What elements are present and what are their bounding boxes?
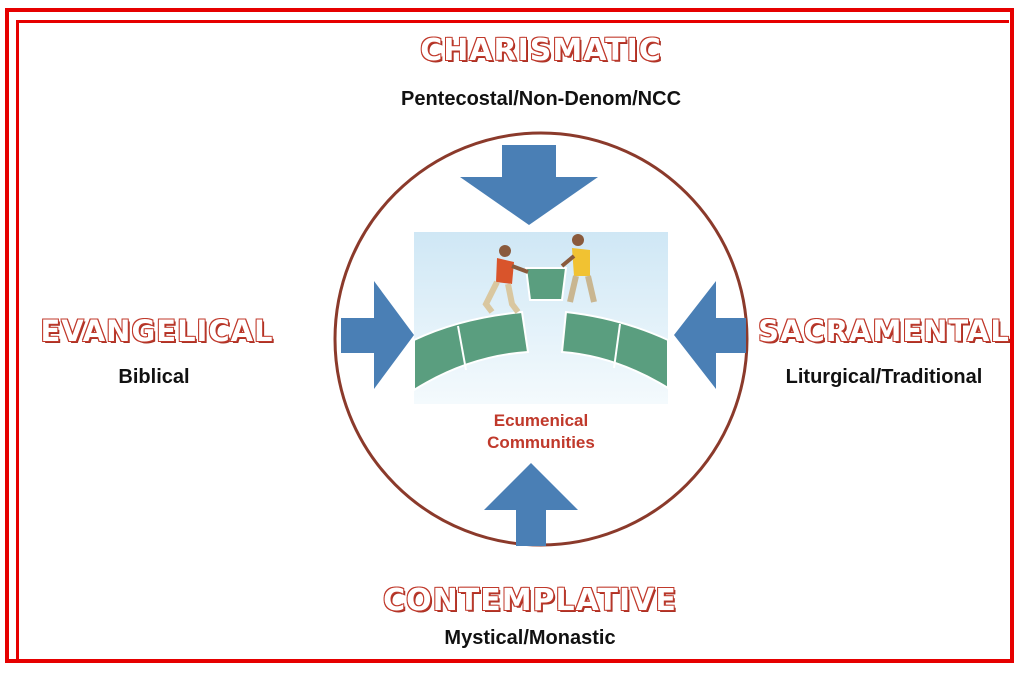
heading-sacramental: SACRAMENTAL	[757, 313, 1010, 349]
arrow-left-icon	[674, 281, 746, 389]
bridge-right-segment	[560, 310, 669, 390]
bridge-building-illustration-icon	[413, 232, 669, 404]
heading-charismatic: CHARISMATIC	[419, 32, 662, 69]
subtitle-charismatic: Pentecostal/Non-Denom/NCC	[400, 88, 682, 110]
bridge-left-segment	[413, 310, 530, 392]
person-left-icon	[482, 245, 529, 314]
subtitle-evangelical: Biblical	[118, 366, 190, 388]
arrow-up-icon	[484, 463, 578, 546]
person-right-icon	[560, 234, 597, 303]
heading-contemplative: CONTEMPLATIVE	[382, 582, 677, 619]
center-label: Ecumenical Communities	[456, 410, 626, 454]
subtitle-contemplative: Mystical/Monastic	[444, 627, 616, 649]
inner-frame	[16, 20, 1009, 662]
center-label-line1: Ecumenical	[493, 411, 589, 430]
bridge-keystone	[524, 267, 568, 301]
heading-evangelical: EVANGELICAL	[40, 313, 274, 349]
arrow-right-icon	[341, 281, 414, 389]
arrow-down-icon	[460, 145, 598, 225]
subtitle-sacramental: Liturgical/Traditional	[785, 366, 983, 388]
center-label-line2: Communities	[487, 433, 595, 452]
